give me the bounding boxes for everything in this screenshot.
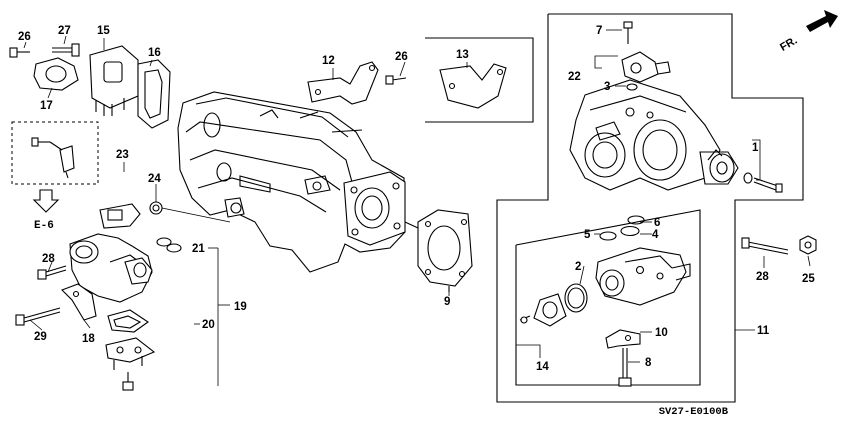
callout-25: 25 (802, 273, 815, 285)
callout-18: 18 (82, 333, 95, 345)
callout-12: 12 (322, 55, 335, 67)
callout-9: 9 (444, 296, 450, 308)
reference-arrow: E-6 (32, 189, 60, 232)
front-arrow-icon (806, 10, 838, 32)
callout-26-left: 26 (18, 31, 31, 43)
callout-20: 20 (202, 319, 215, 331)
callout-26-right: 26 (395, 51, 408, 63)
down-arrow-icon (32, 189, 60, 213)
solenoid-valve-group (15, 201, 182, 391)
brackets-upper (307, 61, 507, 109)
callout-23: 23 (116, 149, 129, 161)
callout-28-left: 28 (42, 253, 55, 265)
callout-8: 8 (645, 357, 652, 369)
callout-28-right: 28 (756, 271, 769, 283)
callout-21: 21 (192, 243, 205, 255)
front-direction-indicator: FR. (778, 10, 838, 54)
callout-5: 5 (584, 229, 591, 241)
idle-air-control-valve (519, 215, 691, 387)
throttle-small-parts (623, 21, 817, 255)
callout-3: 3 (604, 81, 610, 93)
callout-numbers: 1 2 3 4 5 6 7 8 9 10 11 12 13 14 15 16 1… (18, 25, 815, 373)
callout-13: 13 (456, 49, 469, 61)
callout-4: 4 (652, 229, 659, 241)
reference-label: E-6 (34, 220, 54, 232)
callout-24: 24 (148, 173, 161, 185)
callout-14: 14 (536, 361, 549, 373)
diagram-code: SV27-E0100B (659, 406, 729, 418)
front-label: FR. (778, 35, 799, 54)
callout-7: 7 (596, 25, 602, 37)
callout-10: 10 (655, 327, 668, 339)
leader-lines (23, 29, 811, 386)
callout-6: 6 (654, 217, 660, 229)
callout-19: 19 (234, 301, 247, 313)
map-sensor-bracket-group (9, 43, 171, 179)
callout-29: 29 (34, 331, 47, 343)
callout-16: 16 (148, 47, 161, 59)
assembly-frames (11, 13, 804, 403)
throttle-body (569, 51, 739, 191)
callout-2: 2 (575, 261, 581, 273)
callout-11: 11 (757, 325, 770, 337)
callout-17: 17 (40, 100, 53, 112)
callout-1: 1 (752, 142, 759, 154)
callout-15: 15 (97, 25, 110, 37)
intake-manifold (177, 91, 419, 273)
gasket-9 (417, 209, 473, 292)
reference-subassembly-box (11, 121, 99, 185)
callout-22: 22 (568, 71, 581, 83)
callout-27: 27 (58, 25, 71, 37)
